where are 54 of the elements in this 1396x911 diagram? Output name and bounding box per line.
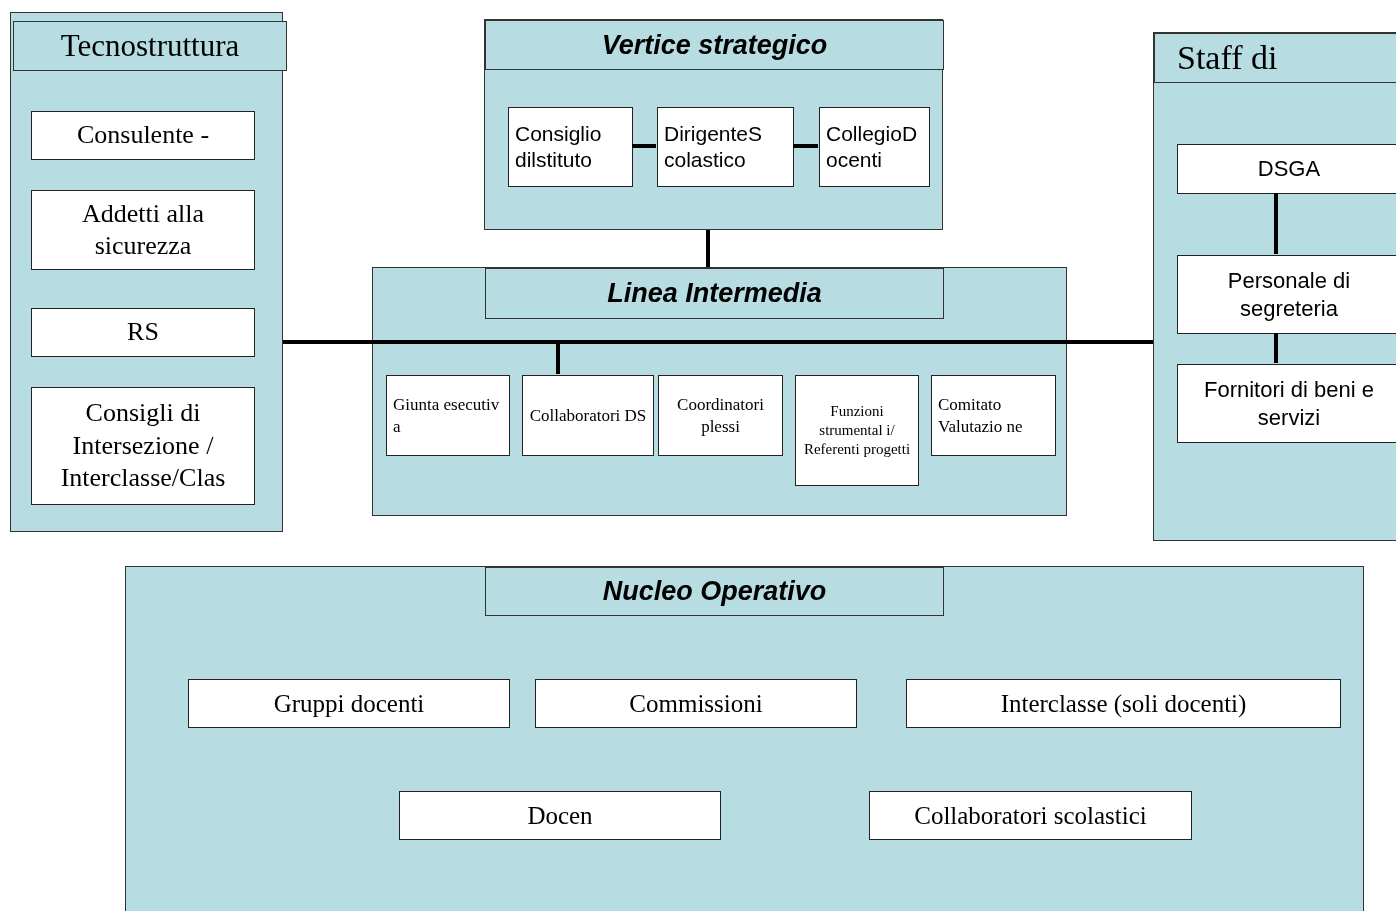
role-box (658, 375, 783, 456)
role-label: Funzioni strumental i/ Referenti progetti (802, 402, 912, 459)
connector-line (632, 144, 656, 148)
role-label: Giunta esecutiv a (393, 394, 501, 437)
role-box (535, 679, 857, 728)
role-box (31, 111, 255, 160)
panel-heading: Linea Intermedia (607, 278, 822, 309)
role-box (31, 308, 255, 357)
role-box (906, 679, 1341, 728)
connector-line (793, 144, 818, 148)
role-label: CollegioD ocenti (826, 120, 919, 173)
group-panel (484, 19, 943, 230)
role-box (188, 679, 510, 728)
role-label: Gruppi docenti (273, 688, 425, 719)
role-box (819, 107, 930, 187)
role-label: DSGA (1257, 155, 1321, 183)
group-panel (372, 267, 1067, 516)
panel-heading: Tecnostruttura (60, 28, 240, 64)
role-label: Fornitori di beni e servizi (1203, 376, 1375, 431)
role-box (931, 375, 1056, 456)
role-label: Consiglio dilstituto (515, 120, 603, 173)
role-label: Commissioni (629, 688, 763, 719)
role-box (657, 107, 794, 187)
role-label: Addetti alla sicurezza (81, 197, 205, 262)
role-box (399, 791, 721, 840)
role-box (1177, 144, 1396, 194)
role-box (508, 107, 633, 187)
role-label: Consigli di Intersezione / Interclasse/Clas (59, 397, 227, 495)
connector-line (706, 230, 710, 267)
role-label: Docen (527, 800, 593, 831)
role-label: Interclasse (soli docenti) (1000, 688, 1247, 719)
role-box (31, 387, 255, 505)
role-box (795, 375, 919, 486)
role-label: Comitato Valutazio ne (938, 394, 1024, 437)
role-box (522, 375, 654, 456)
role-label: Collaboratori scolastici (914, 800, 1147, 831)
role-label: Coordinatori plessi (676, 394, 765, 437)
role-label: Personale di segreteria (1226, 267, 1352, 322)
connector-line (1274, 193, 1278, 254)
role-box (386, 375, 510, 456)
role-label: Collaboratori DS (529, 404, 647, 427)
panel-heading: Staff di (1177, 39, 1278, 77)
role-label: Consulente - (76, 119, 210, 152)
role-box (869, 791, 1192, 840)
panel-heading: Nucleo Operativo (602, 576, 827, 607)
role-box (1177, 364, 1396, 443)
group-panel (1153, 32, 1396, 541)
role-label: RS (127, 316, 159, 349)
group-panel (125, 566, 1364, 911)
panel-heading: Vertice strategico (601, 29, 828, 61)
role-box (1177, 255, 1396, 334)
connector-line (1274, 333, 1278, 363)
role-label: DirigenteS colastico (664, 120, 764, 173)
role-box (31, 190, 255, 270)
